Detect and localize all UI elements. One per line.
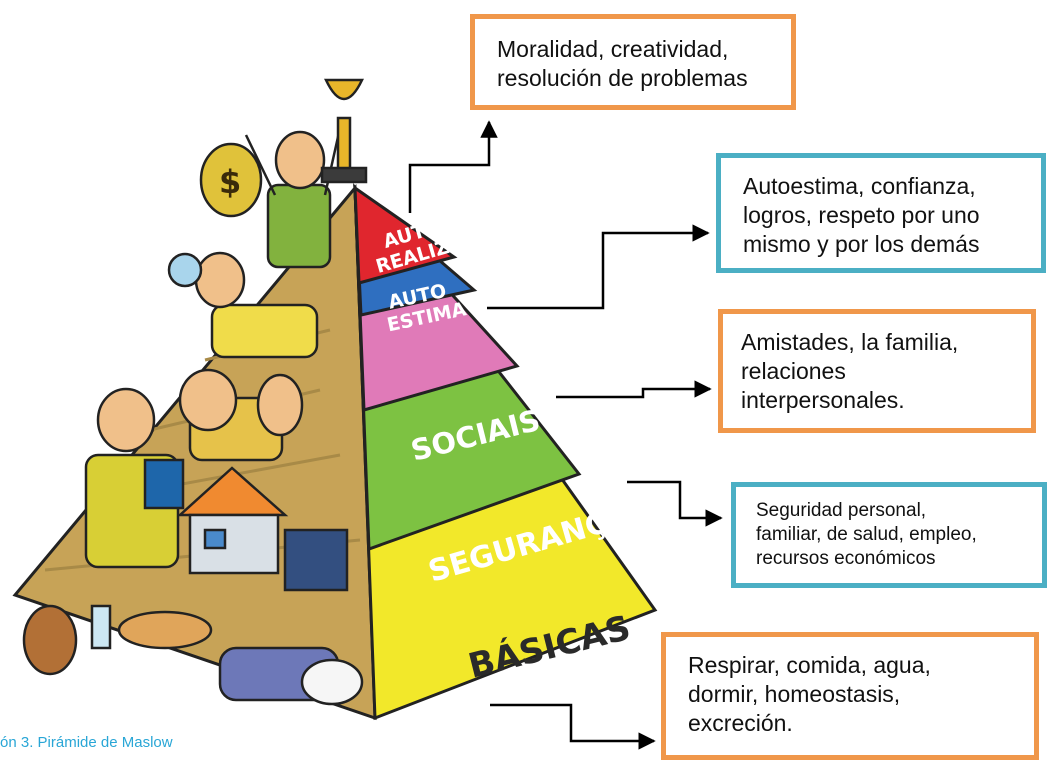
arrow-basicas bbox=[490, 703, 656, 750]
level-auto-band bbox=[353, 185, 458, 285]
box-text-line: familiar, de salud, empleo, bbox=[756, 523, 977, 545]
box-text-line: Seguridad personal, bbox=[756, 500, 927, 521]
box-text-line: excreción. bbox=[688, 709, 793, 736]
autoestima-box: Autoestima, confianza, logros, respeto p… bbox=[716, 153, 1046, 273]
autorrealizacion-box: Moralidad, creatividad, resolución de pr… bbox=[470, 14, 796, 110]
box-text-line: dormir, homeostasis, bbox=[688, 680, 901, 707]
svg-text:$: $ bbox=[219, 163, 241, 201]
seguridad-box: Seguridad personal, familiar, de salud, … bbox=[731, 482, 1047, 588]
box-text-line: Respirar, comida, agua, bbox=[688, 652, 931, 678]
basicas-box: Respirar, comida, agua, dormir, homeosta… bbox=[661, 632, 1039, 760]
cartoon-figures: $ bbox=[22, 78, 368, 706]
arrow-estima bbox=[487, 224, 710, 310]
box-text-line: Amistades, la familia, bbox=[741, 329, 959, 355]
arrow-auto bbox=[408, 120, 498, 213]
box-text-line: Autoestima, confianza, bbox=[743, 173, 976, 199]
box-text-line: mismo y por los demás bbox=[743, 230, 980, 257]
box-text-line: interpersonales. bbox=[741, 386, 905, 413]
box-text-line: Moralidad, creatividad, bbox=[497, 36, 729, 62]
arrow-sociais bbox=[556, 380, 712, 399]
figure-caption: ón 3. Pirámide de Maslow bbox=[0, 734, 173, 751]
box-text-line: recursos económicos bbox=[756, 547, 936, 569]
arrow-seguridad bbox=[627, 480, 723, 527]
box-text-line: relaciones bbox=[741, 357, 846, 384]
sociales-box: Amistades, la familia, relaciones interp… bbox=[718, 309, 1036, 433]
box-text-line: resolución de problemas bbox=[497, 64, 748, 91]
box-text-line: logros, respeto por uno bbox=[743, 201, 980, 228]
